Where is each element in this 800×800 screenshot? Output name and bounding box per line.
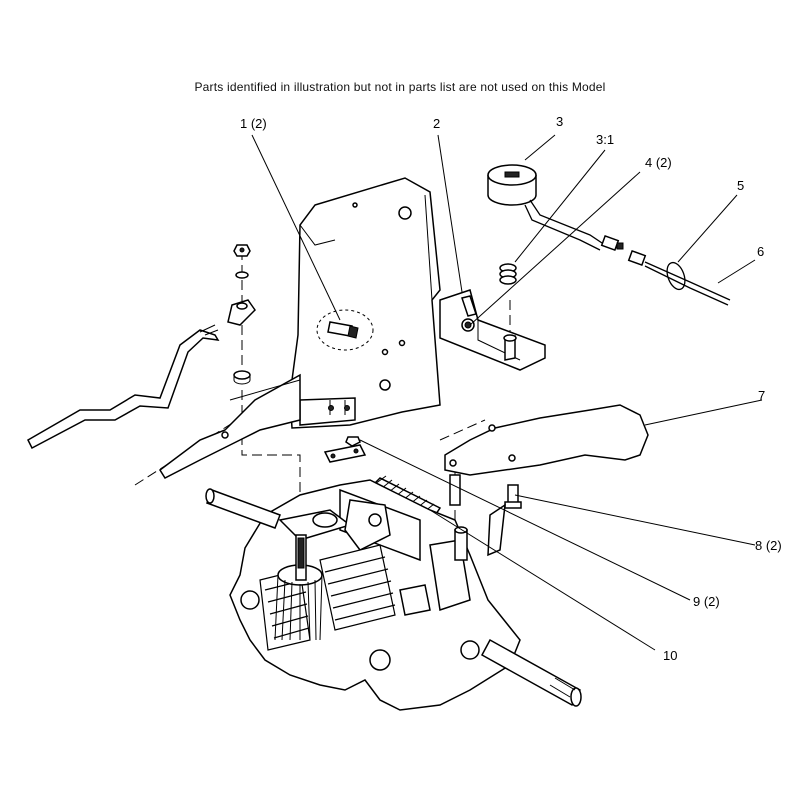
callout-2: 2 — [433, 116, 440, 131]
leader-lines — [251, 134, 763, 651]
switch — [487, 164, 624, 252]
wire-harness — [627, 249, 731, 306]
control-rod — [27, 324, 220, 450]
bracket — [439, 289, 546, 371]
eye-bolt-stack — [227, 244, 256, 385]
lever-arm — [158, 373, 301, 479]
callout-3-1: 3:1 — [596, 132, 614, 147]
control-lever — [444, 404, 649, 476]
callout-7: 7 — [758, 388, 765, 403]
callout-labels: 1 (2) 2 3 3:1 4 (2) 5 6 7 8 (2) 9 (2) 10 — [240, 114, 782, 663]
spring-washer — [499, 263, 517, 285]
callout-8: 8 (2) — [755, 538, 782, 553]
callout-1: 1 (2) — [240, 116, 267, 131]
mounting-plate — [289, 177, 441, 429]
callout-9: 9 (2) — [693, 594, 720, 609]
callout-5: 5 — [737, 178, 744, 193]
header-note: Parts identified in illustration but not… — [194, 80, 606, 94]
bolt-detail-circle — [316, 309, 374, 351]
link-plate — [323, 444, 367, 463]
callout-4: 4 (2) — [645, 155, 672, 170]
callout-6: 6 — [757, 244, 764, 259]
callout-3: 3 — [556, 114, 563, 129]
transaxle — [205, 479, 582, 711]
callout-10: 10 — [663, 648, 677, 663]
bolts — [345, 436, 522, 509]
